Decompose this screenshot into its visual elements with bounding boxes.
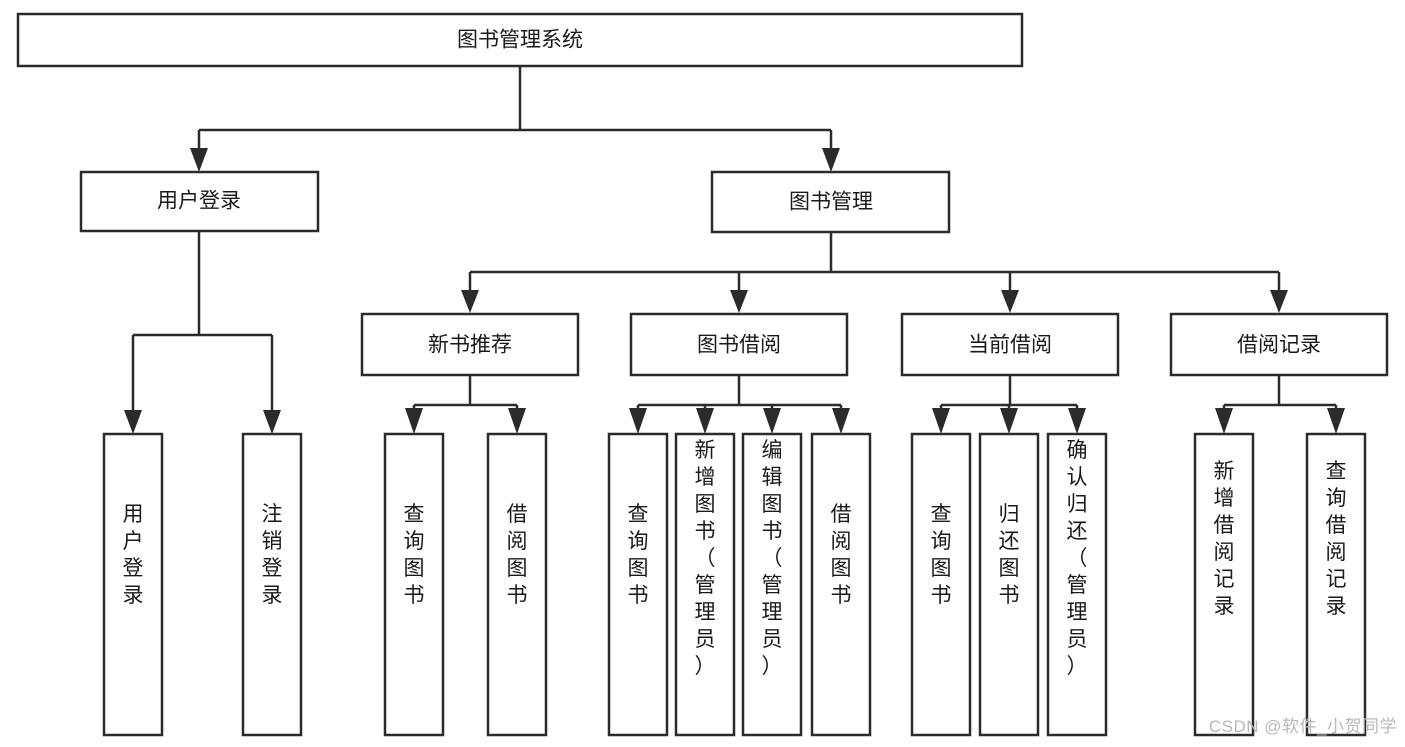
node-leaf-add-book-box[interactable] <box>674 432 736 737</box>
node-current-borrow[interactable]: 当前借阅 <box>900 312 1120 377</box>
node-user-login-box[interactable] <box>79 170 320 233</box>
node-user-login[interactable]: 用户登录 <box>79 170 320 233</box>
node-leaf-borrow-book-2-label: 借阅图书 <box>831 503 852 607</box>
node-leaf-confirm-return-label: 确认归还（管理员） <box>1067 439 1088 678</box>
arrowhead-nbr-leaf-1 <box>405 408 423 434</box>
node-leaf-confirm-return-box[interactable] <box>1046 432 1108 737</box>
node-leaf-query-book-2[interactable]: 查询图书 <box>607 432 669 737</box>
node-user-login-label: 用户登录 <box>157 190 241 213</box>
arrowhead-book-borrow <box>730 290 748 313</box>
node-leaf-user-login-box[interactable] <box>102 432 164 737</box>
arrowhead-leaf-user-login <box>124 410 142 434</box>
node-new-book-recommend[interactable]: 新书推荐 <box>360 312 580 377</box>
node-leaf-query-book-3[interactable]: 查询图书 <box>910 432 972 737</box>
node-new-book-recommend-box[interactable] <box>360 312 580 377</box>
arrowhead-user-login <box>190 148 208 172</box>
node-leaf-return-book-label: 归还图书 <box>999 503 1020 607</box>
arrowhead-borrow-record <box>1270 290 1288 313</box>
node-borrow-record-box[interactable] <box>1169 312 1389 377</box>
node-leaf-add-book-label: 新增图书（管理员） <box>695 439 716 678</box>
node-leaf-edit-book-label: 编辑图书（管理员） <box>762 439 783 678</box>
node-leaf-logout[interactable]: 注销登录 <box>241 432 303 737</box>
node-book-manage[interactable]: 图书管理 <box>710 170 951 234</box>
node-leaf-add-book[interactable]: 新增图书（管理员） <box>674 432 736 737</box>
node-leaf-borrow-book-1-label: 借阅图书 <box>507 503 528 607</box>
arrowhead-bb-leaf-4 <box>832 408 850 434</box>
arrowhead-nbr-leaf-2 <box>508 408 526 434</box>
node-leaf-confirm-return[interactable]: 确认归还（管理员） <box>1046 432 1108 737</box>
arrowhead-current-borrow <box>1001 290 1019 313</box>
node-leaf-add-record[interactable]: 新增借阅记录 <box>1193 432 1255 737</box>
node-leaf-add-record-box[interactable] <box>1193 432 1255 737</box>
arrowhead-cb-leaf-1 <box>932 408 950 434</box>
node-new-book-recommend-label: 新书推荐 <box>428 334 512 357</box>
node-borrow-record-label: 借阅记录 <box>1237 334 1321 357</box>
node-root[interactable]: 图书管理系统 <box>16 12 1024 68</box>
node-leaf-query-book-1-box[interactable] <box>383 432 445 737</box>
arrowhead-bb-leaf-1 <box>629 408 647 434</box>
node-leaf-user-login-label: 用户登录 <box>123 503 144 607</box>
node-leaf-query-book-1-label: 查询图书 <box>404 503 425 607</box>
node-borrow-record[interactable]: 借阅记录 <box>1169 312 1389 377</box>
node-leaf-query-record-label: 查询借阅记录 <box>1326 460 1347 618</box>
arrowhead-cb-leaf-3 <box>1068 408 1086 434</box>
node-leaf-edit-book[interactable]: 编辑图书（管理员） <box>741 432 803 737</box>
node-current-borrow-box[interactable] <box>900 312 1120 377</box>
node-leaf-borrow-book-2-box[interactable] <box>810 432 872 737</box>
node-leaf-return-book[interactable]: 归还图书 <box>978 432 1040 737</box>
node-root-label: 图书管理系统 <box>457 29 583 52</box>
node-leaf-query-record[interactable]: 查询借阅记录 <box>1305 432 1367 737</box>
node-book-borrow[interactable]: 图书借阅 <box>629 312 849 377</box>
node-book-borrow-box[interactable] <box>629 312 849 377</box>
node-book-manage-box[interactable] <box>710 170 951 234</box>
node-leaf-query-book-3-box[interactable] <box>910 432 972 737</box>
arrowhead-cb-leaf-2 <box>1000 408 1018 434</box>
node-current-borrow-label: 当前借阅 <box>968 334 1052 357</box>
node-leaf-query-book-2-label: 查询图书 <box>628 503 649 607</box>
arrowhead-leaf-logout <box>263 410 281 434</box>
node-leaf-borrow-book-1[interactable]: 借阅图书 <box>486 432 548 737</box>
node-root-box[interactable] <box>16 12 1024 68</box>
connector-layer <box>124 66 1345 434</box>
node-leaf-query-record-box[interactable] <box>1305 432 1367 737</box>
node-book-manage-label: 图书管理 <box>789 191 873 214</box>
arrowhead-br-leaf-2 <box>1327 408 1345 434</box>
node-leaf-return-book-box[interactable] <box>978 432 1040 737</box>
node-leaf-query-book-1[interactable]: 查询图书 <box>383 432 445 737</box>
node-leaf-query-book-2-box[interactable] <box>607 432 669 737</box>
node-leaf-edit-book-box[interactable] <box>741 432 803 737</box>
node-leaf-add-record-label: 新增借阅记录 <box>1214 460 1235 618</box>
node-leaf-borrow-book-1-box[interactable] <box>486 432 548 737</box>
arrowhead-bb-leaf-3 <box>763 408 781 434</box>
node-leaf-query-book-3-label: 查询图书 <box>931 503 952 607</box>
arrowhead-new-book-recommend <box>461 290 479 313</box>
node-leaf-logout-box[interactable] <box>241 432 303 737</box>
arrowhead-br-leaf-1 <box>1215 408 1233 434</box>
node-leaf-user-login[interactable]: 用户登录 <box>102 432 164 737</box>
arrowhead-book-manage <box>822 148 840 172</box>
arrowhead-bb-leaf-2 <box>696 408 714 434</box>
node-leaf-logout-label: 注销登录 <box>262 503 283 607</box>
node-leaf-borrow-book-2[interactable]: 借阅图书 <box>810 432 872 737</box>
node-book-borrow-label: 图书借阅 <box>697 334 781 357</box>
